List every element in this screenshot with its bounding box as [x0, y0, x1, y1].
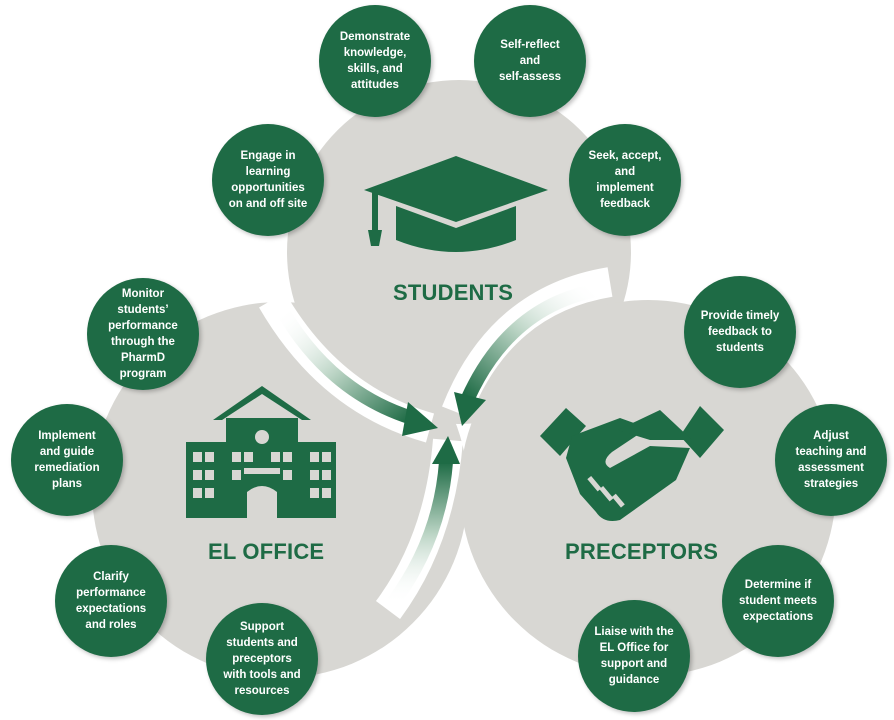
arrow-el-office-to-center: [275, 306, 438, 436]
students-item-seek-feedback: Seek, accept, and implement feedback: [569, 124, 681, 236]
preceptors-item-liaise: Liaise with the EL Office for support an…: [578, 600, 690, 712]
students-item-demonstrate: Demonstrate knowledge, skills, and attit…: [319, 5, 431, 117]
el-office-item-clarify: Clarify performance expectations and rol…: [55, 545, 167, 657]
arrow-students-to-center: [454, 283, 600, 426]
students-item-engage-text: Engage in learning opportunities on and …: [228, 150, 308, 210]
el-office-item-support: Support students and preceptors with too…: [206, 603, 318, 715]
el-office-item-clarify-text: Clarify performance expectations and rol…: [75, 571, 147, 631]
students-item-engage: Engage in learning opportunities on and …: [212, 124, 324, 236]
students-item-self-reflect: Self-reflect and self-assess: [474, 5, 586, 117]
preceptors-item-determine: Determine if student meets expectations: [722, 545, 834, 657]
preceptors-item-timely-feedback-text: Provide timely feedback to students: [700, 310, 780, 354]
preceptors-item-adjust-text: Adjust teaching and assessment strategie…: [795, 430, 867, 490]
preceptors-item-timely-feedback: Provide timely feedback to students: [684, 276, 796, 388]
preceptors-item-liaise-text: Liaise with the EL Office for support an…: [594, 626, 674, 686]
handshake-icon: [540, 406, 724, 521]
el-office-item-remediation-text: Implement and guide remediation plans: [34, 430, 100, 490]
preceptors-item-adjust: Adjust teaching and assessment strategie…: [775, 404, 887, 516]
el-office-item-monitor: Monitor students’ performance through th…: [87, 278, 199, 390]
preceptors-label: PRECEPTORS: [565, 539, 719, 564]
school-building-icon: [186, 386, 336, 518]
el-office-item-remediation: Implement and guide remediation plans: [11, 404, 123, 516]
preceptors-item-determine-text: Determine if student meets expectations: [739, 579, 817, 623]
students-item-seek-feedback-text: Seek, accept, and implement feedback: [588, 150, 662, 210]
el-office-item-monitor-text: Monitor students’ performance through th…: [108, 288, 178, 380]
students-item-self-reflect-text: Self-reflect and self-assess: [498, 39, 562, 83]
graduation-cap-icon: [364, 156, 548, 252]
el-office-label: EL OFFICE: [208, 539, 325, 564]
el-office-item-support-text: Support students and preceptors with too…: [223, 621, 301, 697]
arrow-bottom-to-center: [386, 436, 460, 609]
students-label: STUDENTS: [393, 280, 514, 305]
students-item-demonstrate-text: Demonstrate knowledge, skills, and attit…: [339, 31, 411, 91]
